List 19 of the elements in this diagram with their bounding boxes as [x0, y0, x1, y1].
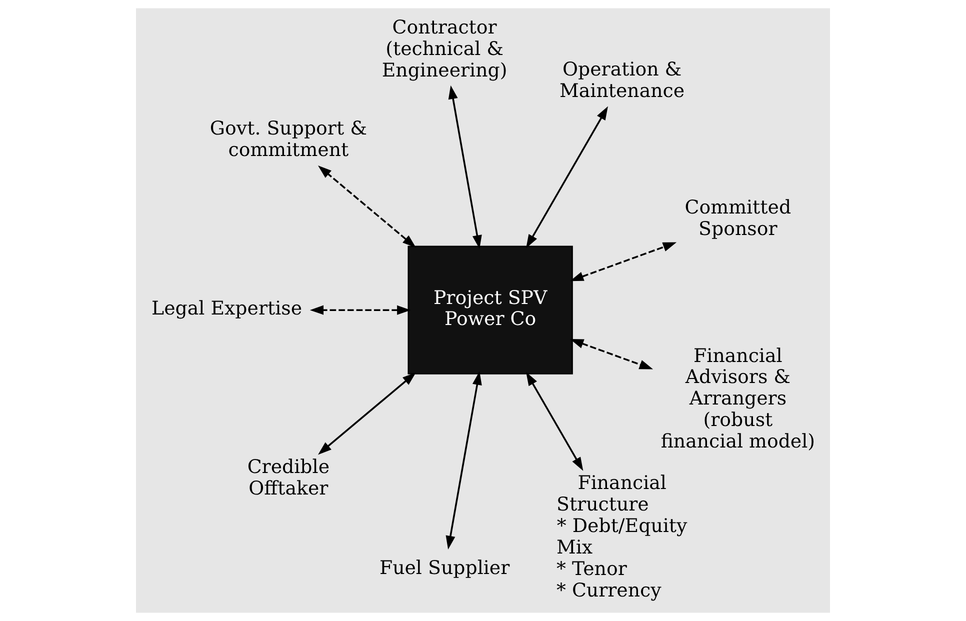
node-text: Operation & Maintenance [560, 58, 685, 102]
arrow [570, 339, 654, 370]
node-box: Project SPV Power Co [408, 246, 573, 374]
node-text: Legal Expertise [152, 297, 302, 320]
node-text: Fuel Supplier [379, 557, 510, 580]
arrow [446, 371, 482, 550]
arrow [526, 106, 608, 248]
node-text: Contractor (technical & Engineering) [382, 16, 508, 82]
node-text: Credible Offtaker [247, 456, 330, 500]
arrow [318, 372, 416, 455]
arrow [318, 165, 416, 248]
arrow [310, 305, 411, 315]
arrow [570, 242, 677, 282]
node-text: Committed Sponsor [684, 196, 792, 240]
arrow [448, 85, 482, 249]
node-text: Financial Advisors & Arrangers (robust financial model) [660, 344, 816, 452]
arrow [526, 372, 584, 471]
node-text: Financial Structure * Debt/Equity Mix * Tenor * Currency [556, 472, 688, 602]
node-text: Govt. Support & commitment [210, 117, 367, 161]
